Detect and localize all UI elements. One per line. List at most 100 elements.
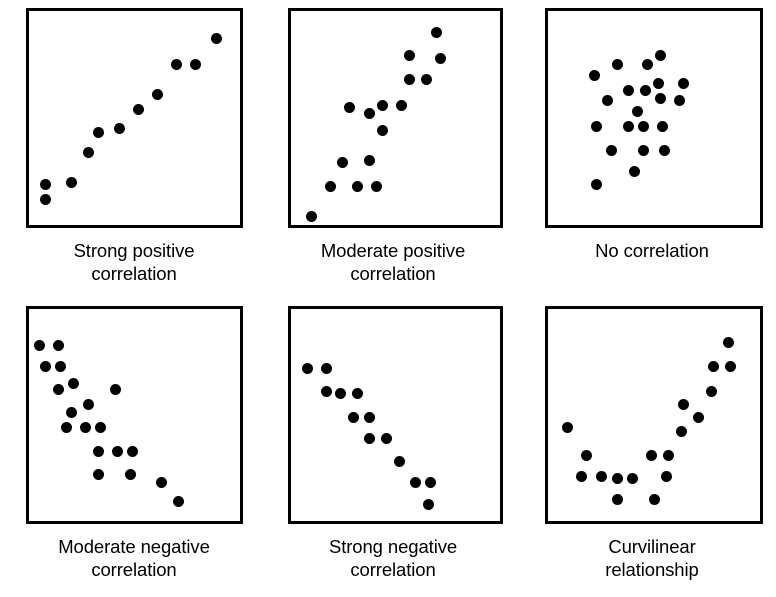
scatter-point [343,101,355,113]
scatter-point [561,422,573,434]
scatter-point [640,84,652,96]
scatter-point [395,99,407,111]
scatter-point [693,411,705,423]
panel-caption-moderate-negative: Moderate negative correlation [58,536,210,580]
scatter-point [305,210,317,222]
scatter-point [152,88,164,100]
scatter-point [347,411,359,423]
scatter-point [93,468,105,480]
scatter-point [591,178,603,190]
scatter-point [601,95,613,107]
panel-caption-strong-positive: Strong positive correlation [73,240,195,284]
scatter-point [627,473,639,485]
scatter-point [93,445,105,457]
scatter-point [612,59,624,70]
scatter-point [320,362,332,374]
scatter-point [580,449,592,461]
scatter-point [629,166,641,177]
panel-caption-no-correlation: No correlation [595,240,709,261]
scatter-point [612,473,624,485]
scatter-point [34,339,46,351]
scatter-point [654,93,666,105]
plot-area-curvilinear [545,306,763,524]
scatter-point [591,121,603,133]
scatter-point [425,477,437,489]
scatter-point [404,73,416,85]
scatter-point [171,59,183,70]
scatter-point [324,180,336,192]
scatter-point [435,52,447,64]
panel-no-correlation: No correlation [524,0,776,298]
scatter-point [673,95,685,107]
panel-curvilinear: Curvilinear relationship [524,298,776,597]
scatter-point [301,362,313,374]
scatter-point [642,59,654,70]
panel-caption-strong-negative: Strong negative correlation [328,536,458,580]
scatter-point [606,144,618,156]
scatter-point [623,121,635,133]
panel-caption-curvilinear: Curvilinear relationship [605,536,699,580]
scatter-point [67,377,79,389]
panel-strong-positive: Strong positive correlation [0,0,258,298]
scatter-point [82,398,94,410]
scatter-point [705,386,717,398]
plot-area-no-correlation [545,8,763,228]
scatter-point [376,125,388,137]
scatter-point [631,106,643,118]
scatter-point [53,384,65,396]
scatter-point [654,50,666,62]
scatter-point [612,494,624,506]
panel-moderate-negative: Moderate negative correlation [0,298,258,597]
scatter-point [420,73,432,85]
scatter-point [93,127,105,139]
scatter-point [173,496,185,508]
scatter-point [589,69,601,81]
scatter-point [646,449,658,461]
scatter-point [110,384,121,396]
scatter-point [364,432,376,444]
scatter-point [722,337,734,349]
scatter-point [410,477,422,489]
panel-caption-moderate-positive: Moderate positive correlation [320,240,466,284]
scatter-point [663,449,675,461]
scatter-point [576,470,588,482]
scatter-point [364,155,376,167]
scatter-point [661,470,673,482]
scatter-point [393,456,405,468]
scatter-point [126,445,138,457]
scatter-point [652,78,664,90]
plot-area-strong-positive [26,8,243,228]
scatter-point [431,26,443,38]
scatter-point [364,108,376,120]
scatter-point [678,398,690,410]
scatter-point [381,432,393,444]
scatter-point [55,360,67,372]
scatter-point [211,33,223,45]
scatter-point [337,157,349,169]
scatter-point [65,176,77,188]
scatter-point [53,339,65,351]
scatter-point [156,477,168,489]
scatter-point [80,422,92,434]
scatter-point [648,494,660,506]
scatter-point [114,123,126,135]
scatter-point [404,50,416,62]
scatter-point [133,103,145,115]
scatter-point [335,388,347,400]
scatter-point [376,99,388,111]
scatter-point [320,386,332,398]
plot-area-strong-negative [287,306,503,524]
scatter-point [595,470,607,482]
scatter-point [65,407,77,419]
panel-strong-negative: Strong negative correlation [258,298,524,597]
scatter-point [61,422,73,434]
scatter-point [364,411,376,423]
scatter-point [676,426,688,438]
panel-moderate-positive: Moderate positive correlation [258,0,524,298]
scatter-point [82,146,94,158]
scatter-point [40,193,52,205]
scatter-point [678,78,690,90]
scatter-point [351,388,363,400]
